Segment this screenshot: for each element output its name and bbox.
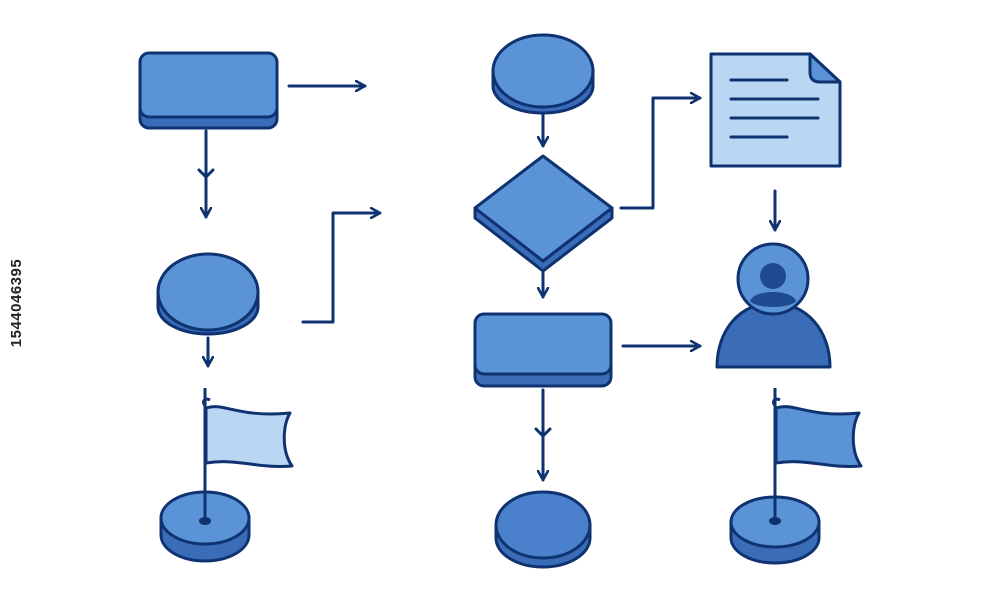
base-disc-right: [729, 495, 821, 565]
arrow-box-to-end-mid-chevron: [534, 427, 552, 438]
flag-banner-right: [774, 405, 863, 469]
process-box-top-left: [138, 51, 279, 130]
ellipse-node-left: [156, 252, 260, 336]
connectors: [197, 86, 775, 482]
end-flag-right: [729, 388, 863, 565]
decision-diamond: [473, 154, 614, 273]
arrow-elbow-left: [301, 213, 382, 324]
start-ellipse-top: [491, 33, 595, 115]
user-icon: [715, 242, 832, 369]
arrow-diamond-to-doc: [619, 98, 702, 210]
document-icon: [709, 52, 842, 168]
process-box-middle: [473, 312, 613, 388]
end-flag-left: [159, 388, 294, 563]
arrow-box-down-mid-chevron: [197, 168, 215, 179]
end-disc-middle: [494, 490, 592, 569]
flag-banner-left: [204, 405, 294, 469]
